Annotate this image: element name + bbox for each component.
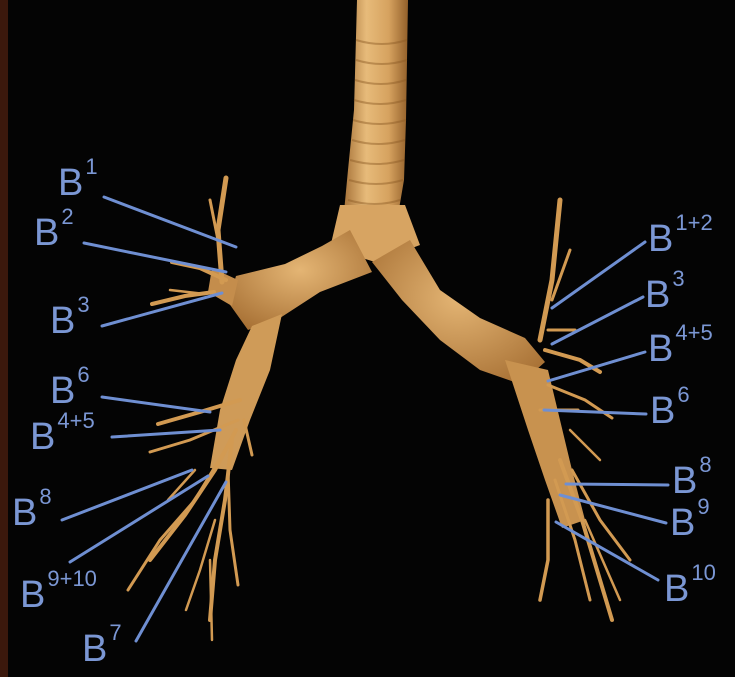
label-base: B: [20, 574, 45, 616]
label-superscript: 4+5: [675, 320, 712, 345]
label-superscript: 8: [39, 484, 51, 509]
label-left-b2: B2: [34, 214, 74, 252]
label-superscript: 1: [85, 154, 97, 179]
label-left-b8: B8: [12, 494, 52, 532]
label-superscript: 9: [697, 494, 709, 519]
label-base: B: [82, 628, 107, 670]
label-right-b3: B3: [645, 276, 685, 314]
label-base: B: [670, 502, 695, 544]
label-superscript: 7: [109, 620, 121, 645]
label-left-b45: B4+5: [30, 418, 95, 456]
label-base: B: [50, 370, 75, 412]
label-right-b10: B10: [664, 570, 716, 608]
label-superscript: 4+5: [57, 408, 94, 433]
label-base: B: [50, 300, 75, 342]
label-base: B: [650, 390, 675, 432]
label-right-b6: B6: [650, 392, 690, 430]
label-base: B: [672, 460, 697, 502]
label-base: B: [645, 274, 670, 316]
label-base: B: [30, 416, 55, 458]
label-base: B: [58, 162, 83, 204]
label-right-b12: B1+2: [648, 220, 713, 258]
label-superscript: 9+10: [47, 566, 97, 591]
left-edge-strip: [0, 0, 8, 677]
label-base: B: [648, 218, 673, 260]
label-superscript: 8: [699, 452, 711, 477]
label-base: B: [648, 328, 673, 370]
label-left-b1: B1: [58, 164, 98, 202]
label-superscript: 6: [677, 382, 689, 407]
leader-line-right-b8: [566, 484, 668, 485]
label-superscript: 3: [672, 266, 684, 291]
label-left-b7: B7: [82, 630, 122, 668]
label-superscript: 3: [77, 292, 89, 317]
label-base: B: [12, 492, 37, 534]
label-superscript: 6: [77, 362, 89, 387]
label-right-b45: B4+5: [648, 330, 713, 368]
label-right-b9: B9: [670, 504, 710, 542]
label-left-b3: B3: [50, 302, 90, 340]
label-left-b6: B6: [50, 372, 90, 410]
label-base: B: [664, 568, 689, 610]
label-left-b910: B9+10: [20, 576, 97, 614]
label-superscript: 1+2: [675, 210, 712, 235]
label-superscript: 10: [691, 560, 715, 585]
label-superscript: 2: [61, 204, 73, 229]
label-base: B: [34, 212, 59, 254]
